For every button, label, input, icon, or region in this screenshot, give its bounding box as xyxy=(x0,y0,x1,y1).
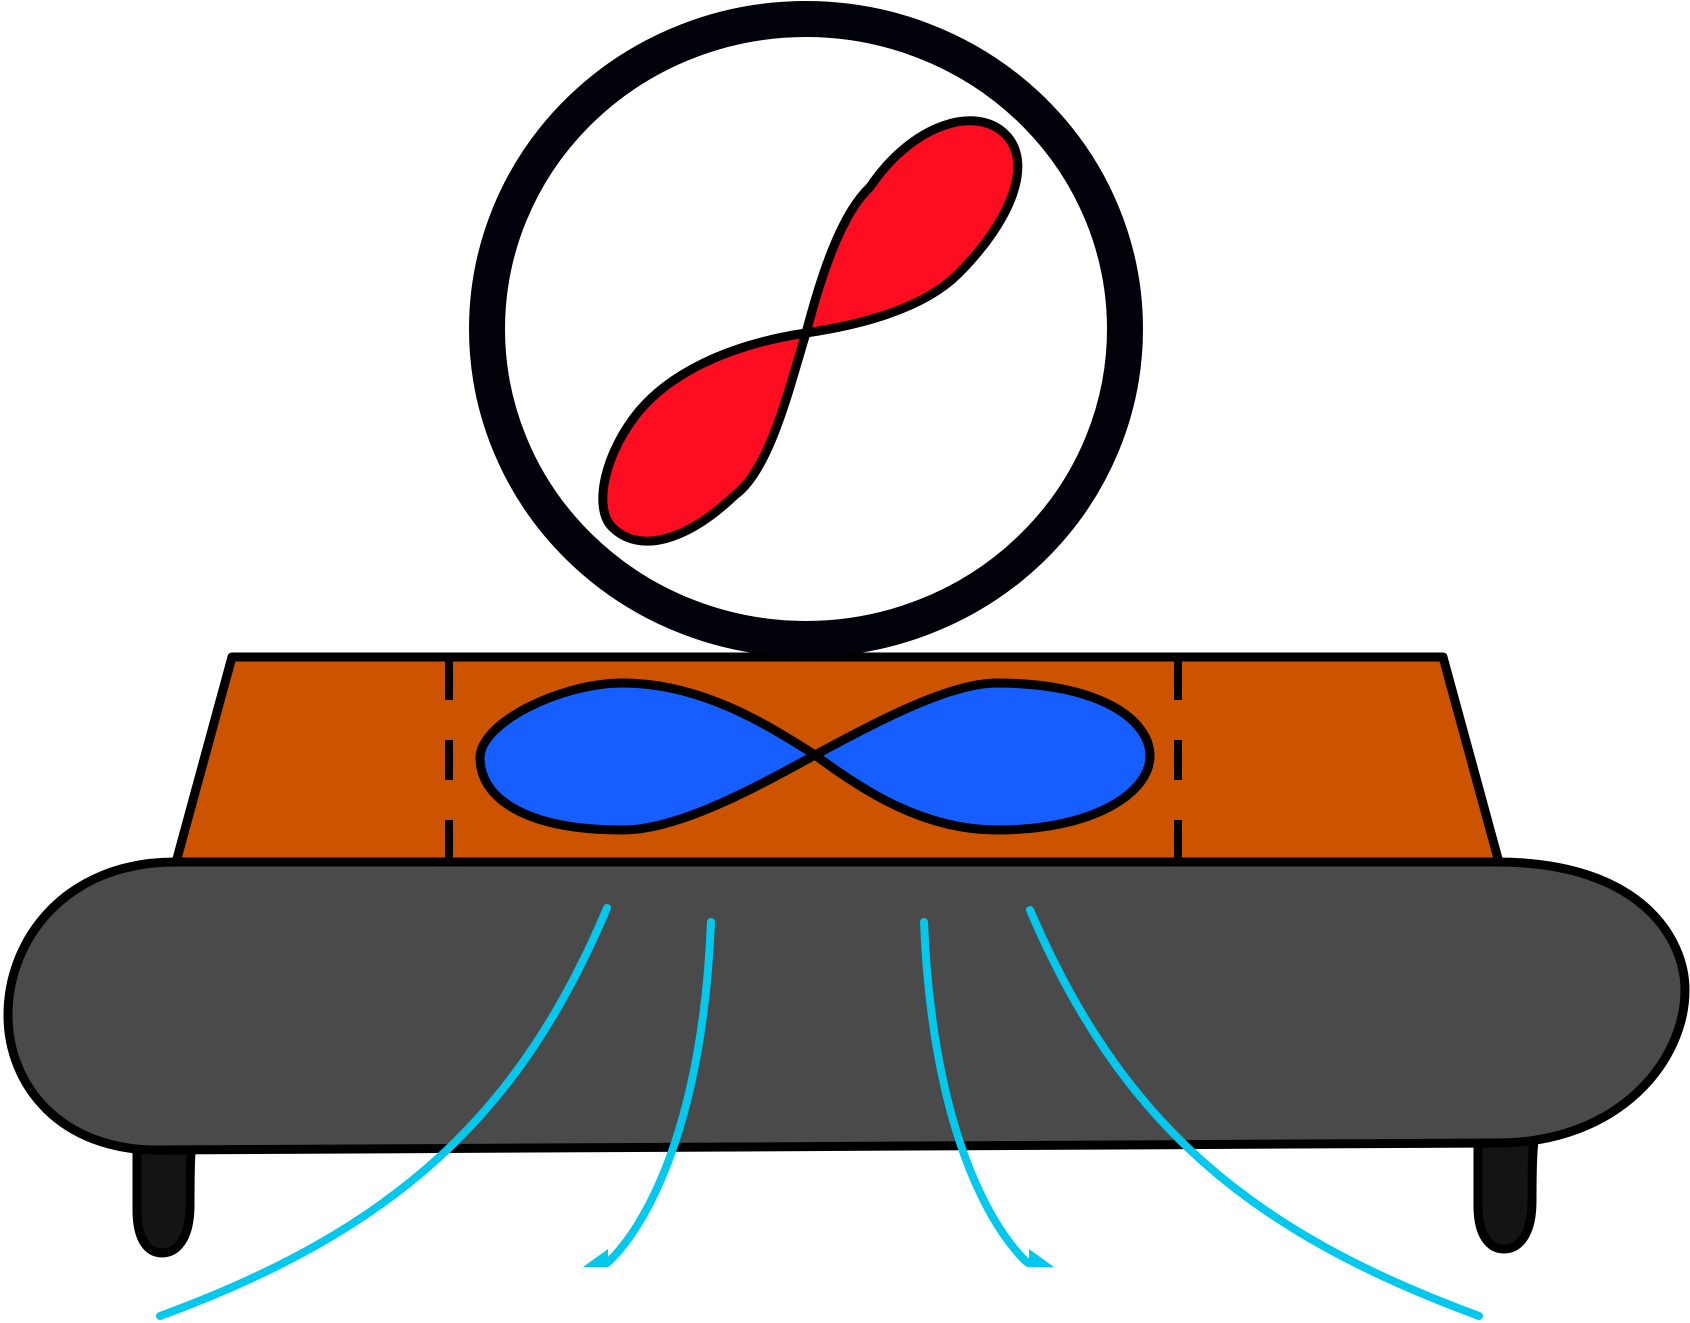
wire-4 xyxy=(1026,906,1483,1320)
wire-3-end-cap xyxy=(1029,1249,1054,1267)
wires xyxy=(156,904,1483,1320)
right-leg xyxy=(1473,1135,1539,1254)
base xyxy=(3,857,1690,1155)
wire-3 xyxy=(920,918,1032,1267)
wire-2-end-cap xyxy=(583,1249,608,1267)
wire-2 xyxy=(603,918,715,1267)
figure-eight-blue-icon xyxy=(475,678,1155,835)
wire-end-caps xyxy=(583,1249,1054,1267)
panel xyxy=(170,652,1505,871)
wire-1 xyxy=(156,904,611,1320)
left-leg xyxy=(132,1135,197,1258)
legs xyxy=(132,1135,1539,1258)
ring-assembly xyxy=(469,1,1143,657)
figure-eight-red-icon xyxy=(598,116,1023,546)
